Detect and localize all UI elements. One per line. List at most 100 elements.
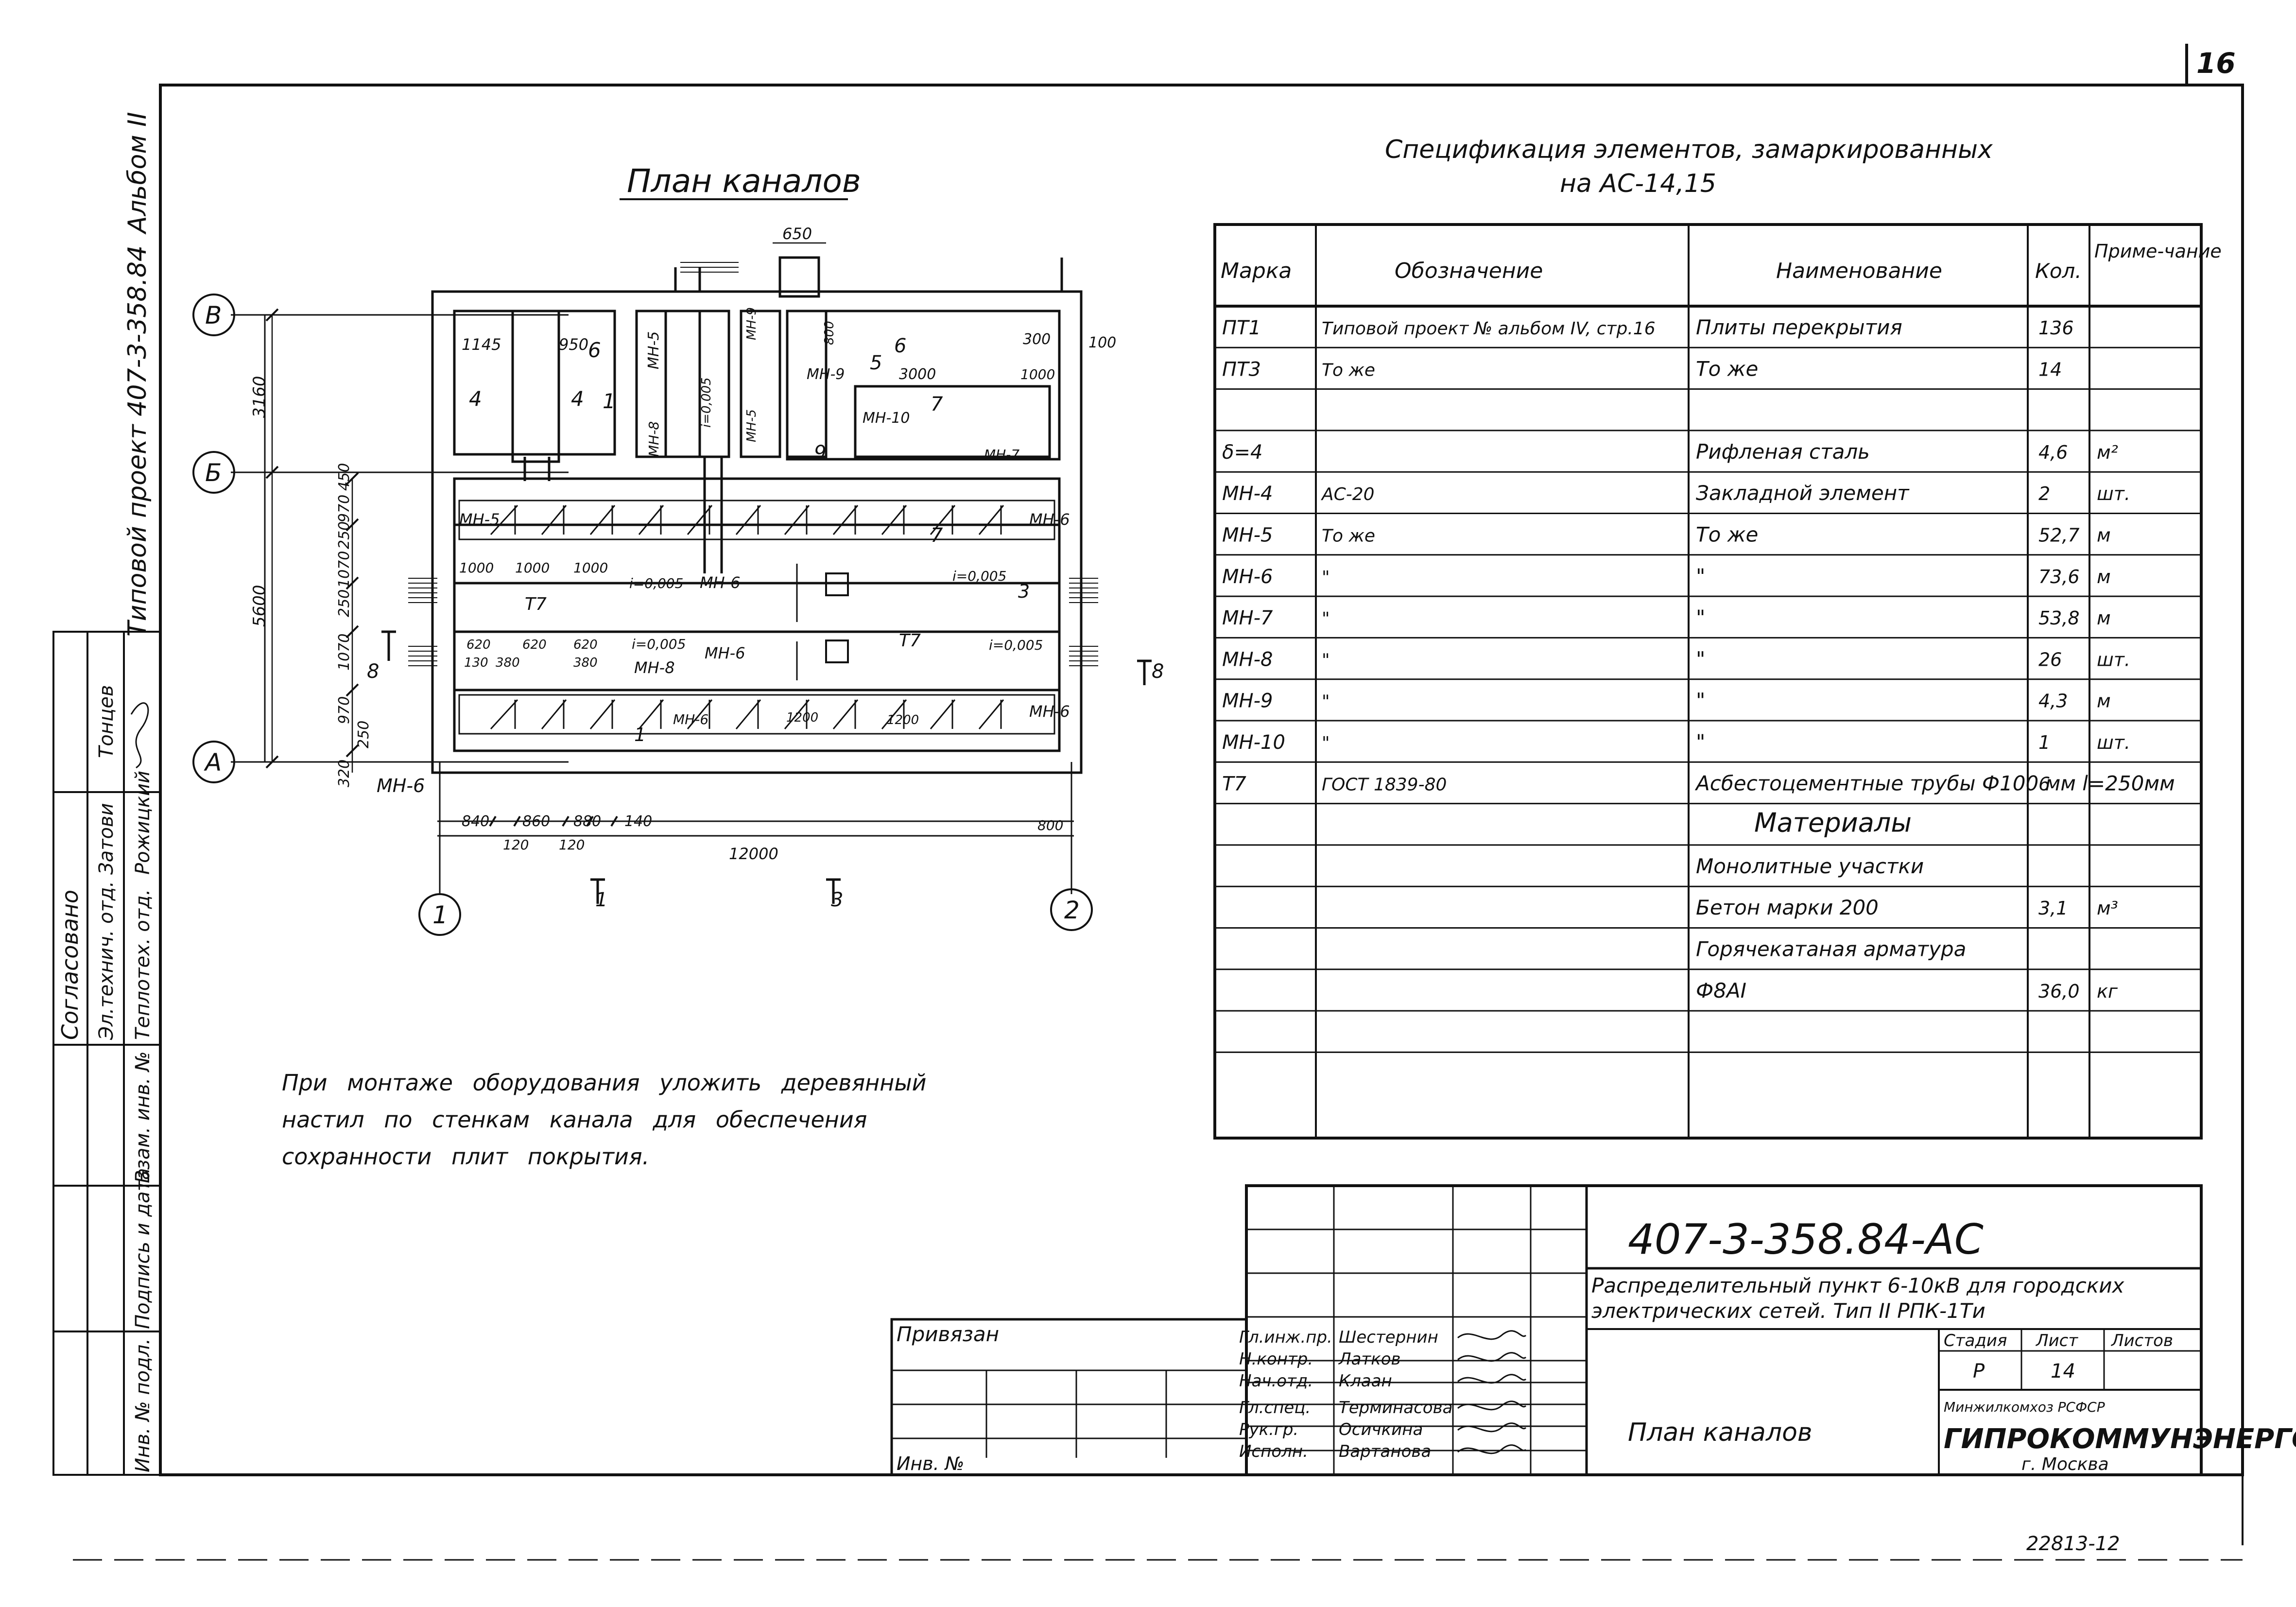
spec-cell-name: Рифленая сталь xyxy=(1696,440,1870,464)
dim-left-2: 5600 xyxy=(250,585,269,627)
spec-cell-note: м xyxy=(2097,566,2111,588)
axis-label-a: А xyxy=(204,748,222,777)
dim-top-800: 800 xyxy=(822,321,837,345)
mark-mn8-top: МН-8 xyxy=(646,421,662,457)
section-3b: 3 xyxy=(1018,581,1030,602)
spec-cell-designation: " xyxy=(1322,568,1330,588)
dim-vert-5: 250 xyxy=(336,589,353,617)
spec-cell-note: шт. xyxy=(2097,483,2130,504)
dim-vert-7: 970 xyxy=(336,696,353,724)
spec-cell-name: Асбестоцементные трубы Ф100 мм l=250мм xyxy=(1694,771,2175,795)
stage-value: Р xyxy=(1973,1360,1985,1382)
mark-mn6-corner: МН-6 xyxy=(377,775,425,796)
spec-cell-mark: МН-8 xyxy=(1222,648,1273,671)
signature-mark xyxy=(1457,1422,1527,1433)
person-name: Клаан xyxy=(1339,1371,1392,1391)
side-role-2: Рожицкий xyxy=(132,771,154,875)
stamp-label-1: Взам. инв. № xyxy=(132,1051,154,1183)
section-6a: 6 xyxy=(588,338,601,362)
section-7b: 7 xyxy=(931,524,943,547)
spec-cell-qty: 36,0 xyxy=(2038,981,2080,1002)
side-sign-1: Тонцев xyxy=(95,685,118,758)
spec-cell-name: " xyxy=(1696,689,1705,712)
album-label: Альбом II xyxy=(123,112,152,235)
plan-note-text: При монтаже оборудования уложить деревян… xyxy=(282,1070,927,1170)
dim-bottom-880: 880 xyxy=(573,813,601,830)
person-role: Рук.гр. xyxy=(1239,1420,1298,1439)
stage-label: Стадия xyxy=(1944,1331,2007,1350)
spec-cell-name: Материалы xyxy=(1754,808,1912,838)
section-6b: 6 xyxy=(894,335,906,357)
channel-plan xyxy=(192,242,1152,936)
mark-mn6-mid2: МН-6 xyxy=(705,644,745,662)
slope-2: i=0,005 xyxy=(952,568,1006,584)
inv-label: Инв. № xyxy=(897,1453,964,1474)
org-name: ГИПРОКОММУНЭНЕРГО xyxy=(1944,1423,2296,1455)
mark-1200-b: 1200 xyxy=(887,713,919,727)
spec-cell-qty: 2 xyxy=(2038,483,2050,504)
dim-inner-620c: 620 xyxy=(573,638,598,652)
mark-mn10: МН-10 xyxy=(863,410,910,427)
slope-4: i=0,005 xyxy=(989,637,1043,653)
mark-mn8-mid: МН-8 xyxy=(634,658,675,677)
spec-cell-name: " xyxy=(1696,730,1705,754)
tray-slopes-bottom xyxy=(490,699,1004,730)
spec-cell-designation: " xyxy=(1322,692,1330,712)
hatch-square-1 xyxy=(825,572,849,596)
axis-label-2: 2 xyxy=(1064,896,1080,924)
dim-vert-9: 320 xyxy=(336,760,353,787)
dim-inner-1000a: 1000 xyxy=(459,560,494,576)
mark-mn7: МН-7 xyxy=(984,447,1019,463)
section-5: 5 xyxy=(870,352,882,374)
dim-bottom-12000: 12000 xyxy=(729,845,778,863)
person-name: Терминасова xyxy=(1339,1398,1452,1417)
dim-inner-1000b: 1000 xyxy=(515,560,550,576)
spec-cell-designation: " xyxy=(1322,650,1330,670)
spec-cell-qty: 73,6 xyxy=(2038,566,2080,588)
spec-cell-note: м xyxy=(2097,525,2111,546)
bound-label: Привязан xyxy=(897,1322,999,1346)
signature-mark xyxy=(1457,1400,1527,1411)
mark-mn9-a: МН-9 xyxy=(807,366,845,383)
slope-1: i=0,005 xyxy=(629,575,683,591)
spec-cell-designation: " xyxy=(1322,609,1330,629)
side-stamp: Альбом II Типовой проект 407-3-358.84 Со… xyxy=(52,112,161,1476)
dim-bottom-140: 140 xyxy=(624,813,652,830)
stamp-label-2: Подпись и дата xyxy=(132,1168,154,1329)
axis-bubble-a xyxy=(192,741,235,783)
dim-top-950: 950 xyxy=(559,335,588,354)
spec-cell-qty: 3,1 xyxy=(2038,898,2068,919)
mark-mn5-left: МН-5 xyxy=(459,510,500,529)
spec-cell-mark: МН-6 xyxy=(1222,566,1273,588)
spec-cell-name: " xyxy=(1696,605,1705,629)
person-role: Гл.инж.пр. xyxy=(1239,1328,1332,1347)
axis-label-1: 1 xyxy=(432,901,448,929)
side-dept-2: Теплотех. отд. xyxy=(132,889,154,1040)
dim-top-3000: 3000 xyxy=(899,366,936,383)
dim-inner-380a: 380 xyxy=(496,656,520,670)
dim-left-1: 3160 xyxy=(250,376,269,418)
person-role: Нач.отд. xyxy=(1239,1371,1313,1391)
spec-cell-mark: МН-10 xyxy=(1222,731,1285,754)
spec-cell-name: Горячекатаная арматура xyxy=(1696,937,1966,961)
spec-cell-name: То же xyxy=(1696,357,1758,380)
drawing-code: 407-3-358.84-АС xyxy=(1628,1215,1984,1264)
spec-cell-note: м² xyxy=(2097,442,2118,463)
dim-inner-620a: 620 xyxy=(466,638,491,652)
mark-t7-a: Т7 xyxy=(525,594,547,614)
spec-cell-qty: 1 xyxy=(2038,732,2050,753)
person-role: Гл.спец. xyxy=(1239,1398,1311,1417)
spec-cell-mark: δ=4 xyxy=(1222,441,1262,464)
mark-t7-b: Т7 xyxy=(899,631,921,651)
stamp-label-3: Инв. № подл. xyxy=(132,1338,154,1472)
section-1b: 1 xyxy=(603,389,616,413)
dim-bottom-120a: 120 xyxy=(503,837,529,853)
dim-bottom-800: 800 xyxy=(1037,817,1063,833)
description-line2: электрических сетей. Тип II РПК-1Ти xyxy=(1591,1299,1985,1323)
org-top: Минжилкомхоз РСФСР xyxy=(1944,1399,2105,1415)
spec-cell-note: шт. xyxy=(2097,732,2130,753)
mark-mn6-bottom-right: МН-6 xyxy=(1029,702,1070,721)
axis-label-b: Б xyxy=(205,459,222,487)
sheet-label: Лист xyxy=(2035,1331,2078,1350)
dim-inner-620b: 620 xyxy=(522,638,547,652)
